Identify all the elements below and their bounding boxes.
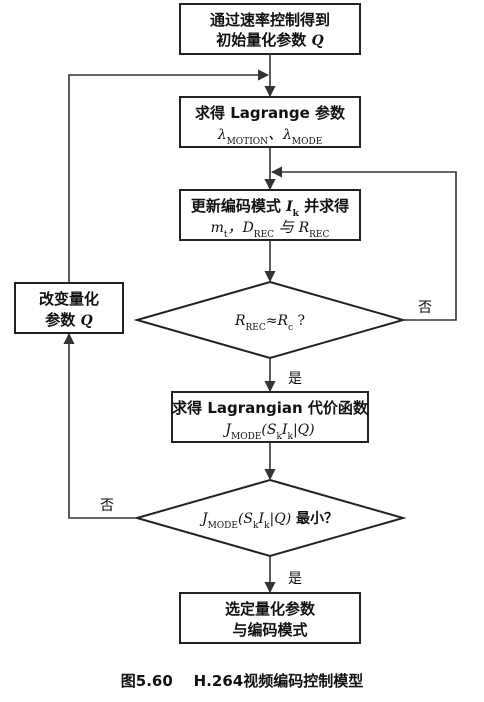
- node-change-q-line1: 改变量化: [39, 290, 99, 308]
- label-decision2-yes: 是: [288, 571, 302, 587]
- node-lagrangian-cost: 求得 Lagrangian 代价函数 JMODE(SkIk|Q): [171, 391, 369, 443]
- node-update-line2: mt，DREC 与 RREC: [211, 218, 330, 240]
- node-change-q: 改变量化 参数 Q: [14, 282, 124, 334]
- node-cost-line1: 求得 Lagrangian 代价函数: [172, 399, 369, 417]
- decision-minimum-text: JMODE(SkIk|Q) 最小？: [199, 510, 338, 531]
- node-init-line1: 通过速率控制得到: [210, 11, 330, 29]
- node-update-coding-mode: 更新编码模式 Ik 并求得 mt，DREC 与 RREC: [179, 189, 361, 241]
- label-decision1-no: 否: [418, 300, 432, 316]
- decision-rate-text: RREC≈Rc ?: [234, 313, 305, 333]
- node-lagrange-line2: λMOTION、λMODE: [217, 125, 323, 147]
- label-decision2-no: 否: [100, 498, 114, 514]
- arrow-change-q-to-lagrange: [68, 69, 270, 283]
- node-init-quantization: 通过速率控制得到 初始量化参数 Q: [179, 3, 361, 55]
- label-decision1-yes: 是: [288, 371, 302, 387]
- figure-caption: 图5.60 H.264视频编码控制模型: [121, 672, 363, 690]
- decision-minimum-check: JMODE(SkIk|Q) 最小？: [133, 478, 407, 558]
- node-change-q-line2: 参数 Q: [45, 311, 92, 329]
- arrow-decision2-no-to-change-q: [63, 332, 137, 519]
- node-update-line1: 更新编码模式 Ik 并求得: [191, 197, 349, 219]
- node-lagrange-params: 求得 Lagrange 参数 λMOTION、λMODE: [179, 96, 361, 148]
- arrow-decision1-no-loop: [270, 166, 457, 321]
- node-final-selection: 选定量化参数 与编码模式: [179, 592, 361, 644]
- decision-rate-check: RREC≈Rc ?: [133, 280, 407, 360]
- node-final-line2: 与编码模式: [232, 621, 307, 639]
- node-final-line1: 选定量化参数: [225, 600, 316, 618]
- node-init-line2: 初始量化参数 Q: [216, 31, 323, 49]
- node-lagrange-line1: 求得 Lagrange 参数: [195, 104, 346, 122]
- node-cost-line2: JMODE(SkIk|Q): [222, 422, 314, 442]
